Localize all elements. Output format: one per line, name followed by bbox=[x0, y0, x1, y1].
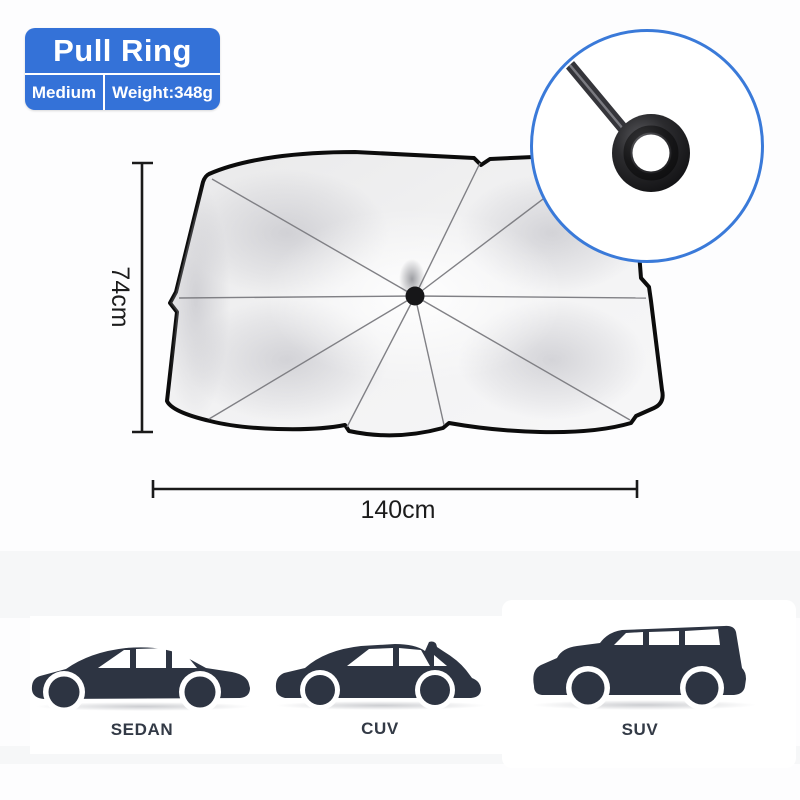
badge-weight-label: Weight:348g bbox=[112, 83, 213, 102]
cuv-label: CUV bbox=[361, 719, 399, 738]
sedan-label: SEDAN bbox=[110, 720, 174, 739]
umbrella-hub bbox=[405, 286, 425, 306]
cuv-shadow bbox=[276, 701, 486, 710]
dimension-width-label: 140cm bbox=[360, 496, 435, 524]
badge-size-label: Medium bbox=[25, 75, 105, 110]
cuv-icon bbox=[275, 641, 481, 710]
suv-label: SUV bbox=[621, 720, 659, 739]
product-badge: Pull Ring Medium Weight:348g bbox=[25, 28, 220, 110]
suv-icon bbox=[533, 625, 746, 710]
pull-ring-detail-inset bbox=[530, 29, 764, 263]
dimension-width bbox=[151, 480, 639, 498]
suv-shadow bbox=[532, 700, 756, 710]
badge-title: Pull Ring bbox=[25, 28, 220, 75]
sunshade-umbrella-diagram: 74cm 140cm bbox=[106, 150, 665, 524]
sedan-icon bbox=[31, 647, 251, 712]
dimension-height-label: 74cm bbox=[106, 266, 134, 327]
dimension-height bbox=[132, 161, 153, 434]
sedan-shadow bbox=[36, 702, 250, 711]
pull-ring-icon bbox=[545, 36, 690, 192]
umbrella-canopy bbox=[165, 150, 665, 438]
badge-spec-row: Medium Weight:348g bbox=[25, 75, 220, 110]
